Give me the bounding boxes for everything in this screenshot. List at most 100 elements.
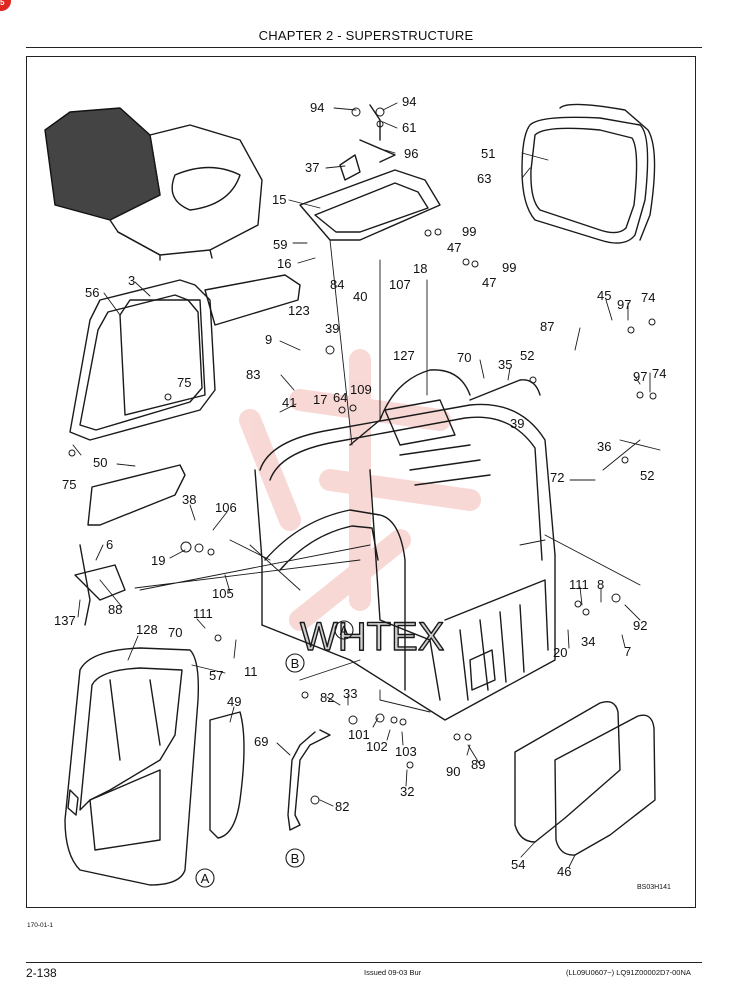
diagram-frame [26, 56, 696, 908]
part-label-33: 33 [343, 686, 357, 701]
issued-info: Issued 09-03 Bur [364, 968, 422, 977]
part-label-63: 63 [477, 171, 491, 186]
fastener-circles [68, 107, 657, 805]
part-label-102: 102 [366, 739, 388, 754]
part-label-94: 94 [402, 94, 416, 109]
part-label-41: 41 [282, 395, 296, 410]
part-label-52: 52 [520, 348, 534, 363]
part-label-54: 54 [511, 857, 525, 872]
part-label-128: 128 [136, 622, 158, 637]
part-label-72: 72 [550, 470, 564, 485]
part-label-99: 99 [462, 224, 476, 239]
part-label-103: 103 [395, 744, 417, 759]
left-upper-window-drawing [69, 274, 301, 441]
part-label-18: 18 [413, 261, 427, 276]
part-label-123: 123 [288, 303, 310, 318]
part-label-105: 105 [212, 586, 234, 601]
part-label-40: 40 [353, 289, 367, 304]
part-label-38: 38 [182, 492, 196, 507]
part-label-137: 137 [54, 613, 76, 628]
bracket-69-drawing [287, 729, 331, 831]
part-label-45: 45 [597, 288, 611, 303]
part-label-52: 52 [640, 468, 654, 483]
part-label-17: 17 [313, 392, 327, 407]
part-label-111: 111 [193, 606, 213, 621]
part-label-111: 111 [569, 577, 589, 592]
part-label-32: 32 [400, 784, 414, 799]
glass-49-drawing [209, 711, 245, 839]
footer-rule [26, 962, 702, 963]
leader-lines [72, 102, 661, 868]
callout-circles [195, 620, 354, 888]
seat-drawing [44, 107, 263, 261]
callout-label-a: A [201, 871, 210, 886]
window-50-drawing [87, 464, 186, 526]
diagram-code: BS03H141 [637, 884, 671, 891]
part-label-11: 11 [244, 664, 258, 679]
part-label-97: 97 [617, 297, 631, 312]
cab-line-drawing: WHTEX [44, 102, 661, 888]
part-label-56: 56 [85, 285, 99, 300]
part-label-49: 49 [227, 694, 241, 709]
part-label-88: 88 [108, 602, 122, 617]
figure-reference: 170-01-1 [27, 922, 54, 929]
part-label-83: 83 [246, 367, 260, 382]
part-label-20: 20 [553, 645, 567, 660]
callout-label-a: A [340, 623, 349, 638]
corner-badge: 5 [0, 0, 11, 11]
part-label-19: 19 [151, 553, 165, 568]
part-label-82: 82 [320, 690, 334, 705]
part-label-109: 109 [350, 382, 372, 397]
part-label-84: 84 [330, 277, 344, 292]
part-label-61: 61 [402, 120, 416, 135]
part-label-35: 35 [498, 357, 512, 372]
part-label-70: 70 [168, 625, 182, 640]
part-label-87: 87 [540, 319, 554, 334]
part-label-89: 89 [471, 757, 485, 772]
front-lower-window-drawing [514, 700, 656, 856]
header-rule [26, 47, 702, 48]
rear-window-drawing [521, 103, 656, 244]
part-label-34: 34 [581, 634, 595, 649]
part-label-47: 47 [447, 240, 461, 255]
part-label-90: 90 [446, 764, 460, 779]
part-label-7: 7 [624, 644, 631, 659]
part-label-46: 46 [557, 864, 571, 879]
part-label-3: 3 [128, 273, 135, 288]
part-label-8: 8 [597, 577, 604, 592]
part-label-39: 39 [325, 321, 339, 336]
part-label-92: 92 [633, 618, 647, 633]
part-label-106: 106 [215, 500, 237, 515]
part-label-9: 9 [265, 332, 272, 347]
part-label-51: 51 [481, 146, 495, 161]
part-label-70: 70 [457, 350, 471, 365]
part-label-59: 59 [273, 237, 287, 252]
part-label-50: 50 [93, 455, 107, 470]
part-label-6: 6 [106, 537, 113, 552]
part-label-47: 47 [482, 275, 496, 290]
part-label-36: 36 [597, 439, 611, 454]
part-label-15: 15 [272, 192, 286, 207]
callout-label-b: B [291, 851, 300, 866]
part-label-37: 37 [305, 160, 319, 175]
part-label-57: 57 [209, 668, 223, 683]
part-label-96: 96 [404, 146, 418, 161]
page-number: 2-138 [26, 966, 57, 980]
part-label-64: 64 [333, 390, 347, 405]
part-label-97: 97 [633, 369, 647, 384]
part-label-69: 69 [254, 734, 268, 749]
part-label-99: 99 [502, 260, 516, 275]
roof-hatch-drawing [299, 104, 441, 241]
document-reference: (LL09U0607~) LQ91Z00002D7-00NA [566, 968, 691, 977]
callout-labels: A B B A [201, 623, 349, 886]
part-label-74: 74 [641, 290, 655, 305]
part-label-75: 75 [62, 477, 76, 492]
door-drawing [64, 647, 200, 886]
part-label-16: 16 [277, 256, 291, 271]
part-label-74: 74 [652, 366, 666, 381]
part-label-94: 94 [310, 100, 324, 115]
exploded-parts-diagram: WHTEX [44, 94, 671, 891]
part-label-101: 101 [348, 727, 370, 742]
callout-label-b: B [291, 656, 300, 671]
